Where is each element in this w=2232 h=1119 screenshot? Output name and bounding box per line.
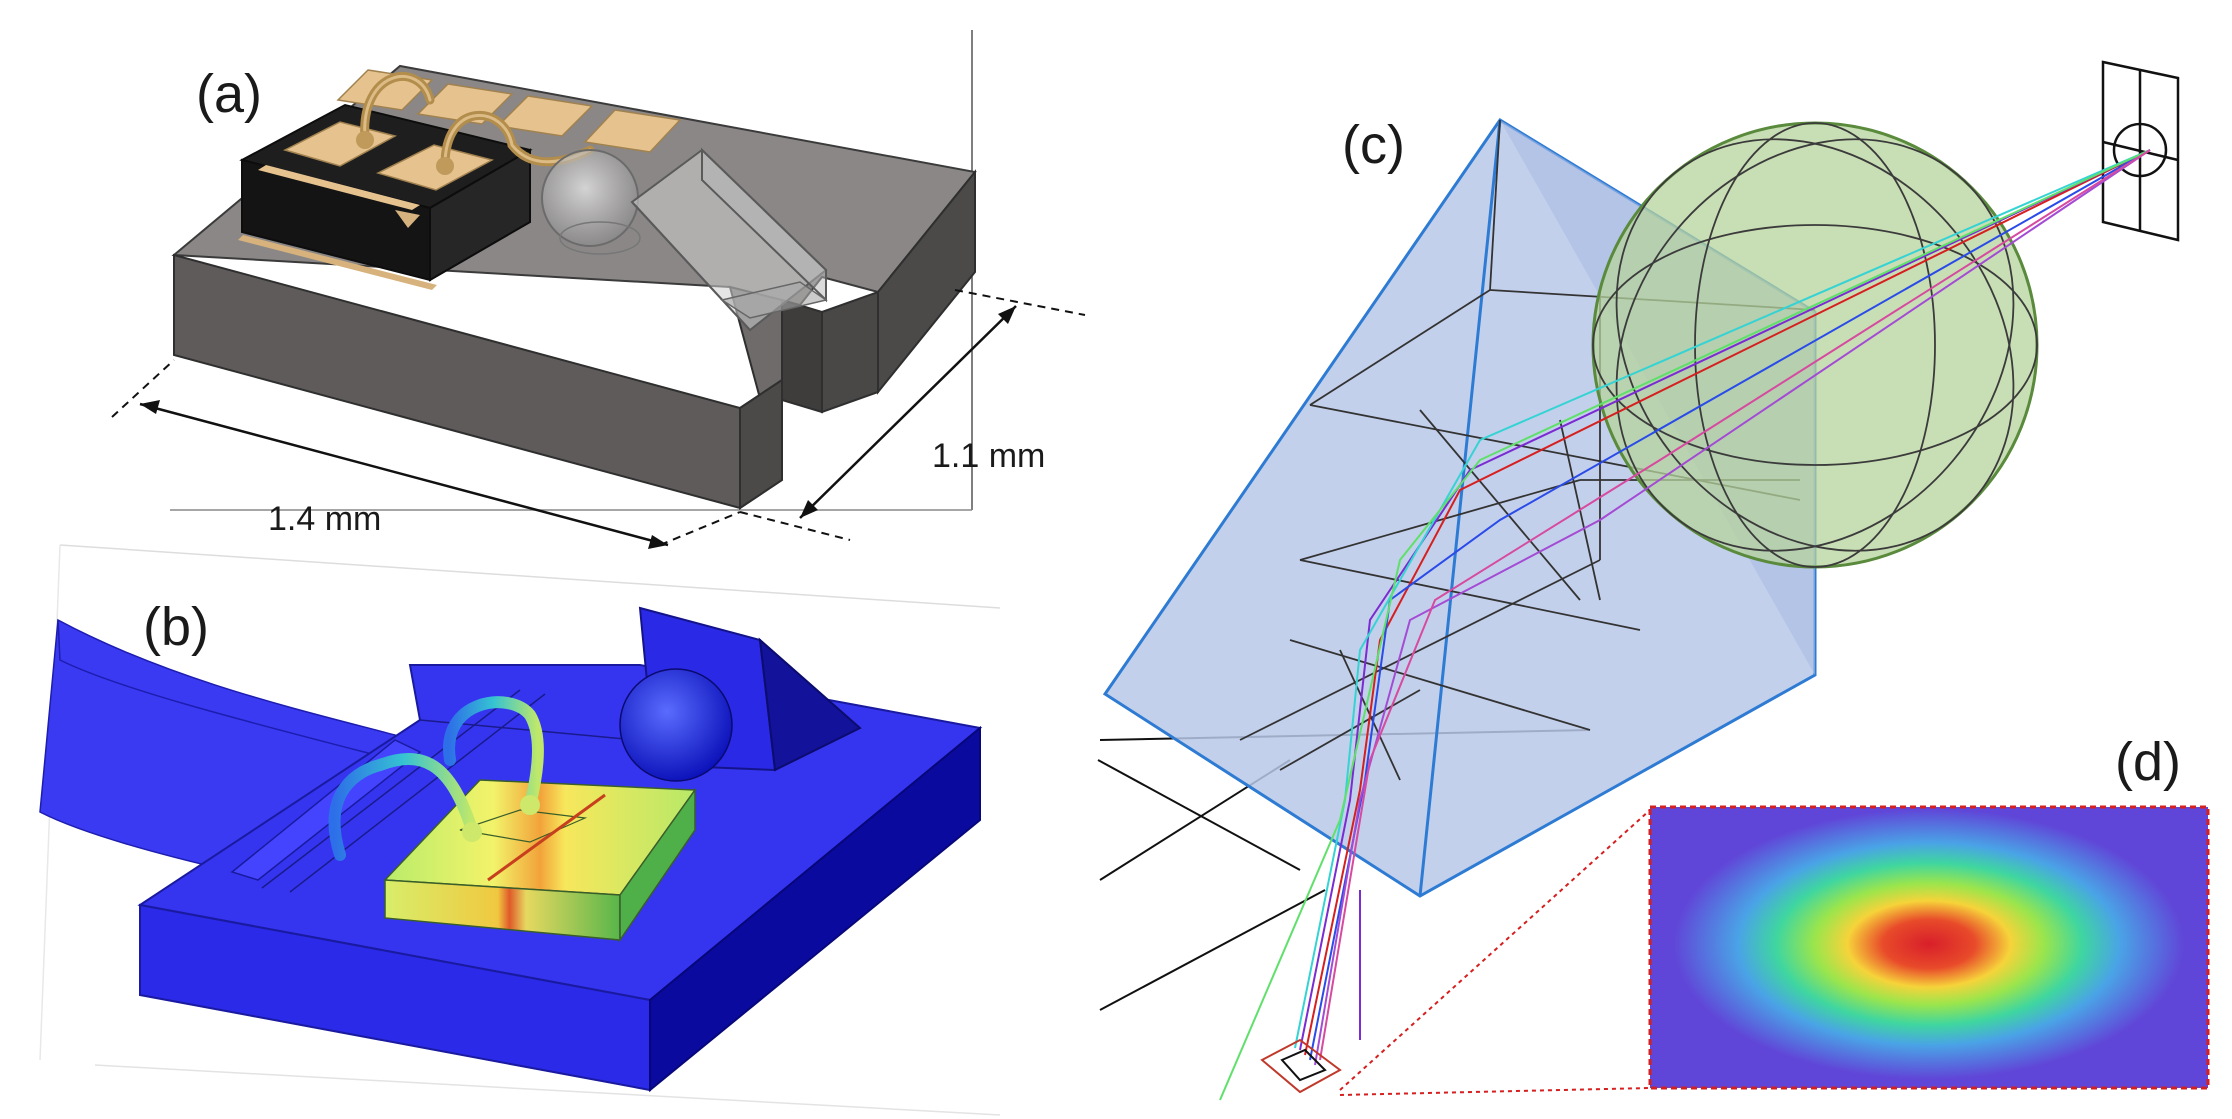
bond-wire-highlight [363,75,432,140]
dim-label-length: 1.4 mm [268,500,381,538]
laser-chip-side [429,148,531,282]
package-slot-wall [821,290,879,414]
frame-line [59,544,1001,609]
fem-chip-pad-outline [459,809,588,843]
fem-bond-wire [443,696,544,811]
ball-lens-meridians [1592,122,2038,568]
panel-c: (c) [1097,60,2180,1101]
chip-arrow-mark [395,210,420,228]
wire-bond-ball [436,157,454,175]
panel-d: (d) [1339,732,2210,1096]
gold-strip [238,235,437,290]
fem-chip-hotline [487,793,606,882]
fem-chip-side [619,787,696,943]
substrate-edge [57,619,396,761]
wire-bond-ball [356,131,374,149]
ray-target-grid [2101,60,2180,242]
frame-line [94,1064,1001,1116]
dim-extension-line [739,511,851,541]
ray-source-outline [1260,1038,1342,1094]
grid-line [1097,759,1301,871]
groove-line [261,689,521,889]
dim-arrow [648,535,668,549]
ray-prism-edge [1418,119,1502,897]
ray-source-grid [1280,1048,1327,1082]
dim-label-width: 1.1 mm [932,437,1045,475]
fem-prism-side [758,637,862,772]
dim-line-length [139,402,669,547]
panel-label-b: (b) [143,597,209,657]
fem-bond-ball [520,795,540,815]
grid-line [1099,889,1326,1011]
chip-strip [258,165,420,210]
dim-line-width [799,305,1017,519]
dim-arrow [800,500,818,518]
ray-ball-lens [1591,121,2039,569]
fem-bond-wire [328,753,478,861]
package-slot [781,298,823,414]
prism-base [720,281,828,319]
package-back-right-face [877,169,976,395]
ball-lens-seat [559,221,641,255]
gold-pad [496,95,594,137]
zoom-leader [1339,809,1651,1091]
dim-arrow [140,400,160,414]
package-front-face [173,253,741,510]
dim-extension-line [659,511,741,546]
fem-block-side [649,725,981,1093]
panel-label-c: (c) [1342,115,1405,175]
panel-b: (b) [39,544,1001,1116]
chip-pad [375,144,495,191]
dim-extension-line [111,359,175,418]
panel-a: (a) 1.4 mm 1.1 mm [111,30,1086,549]
zoom-leader [1339,1087,1651,1096]
fem-bond-ball [462,822,482,842]
dim-arrow [998,306,1016,324]
prism-edge [631,201,751,331]
ball-lens [541,149,639,247]
ray-bundle [1219,149,2151,1101]
dim-extension-line [954,289,1086,316]
beam-spot-intensity [1674,809,2184,1079]
package-right-face [739,378,783,510]
fem-ball-lens [619,668,733,782]
panel-label-a: (a) [196,64,262,124]
gold-pad [583,109,682,153]
panel-label-d: (d) [2115,732,2181,792]
